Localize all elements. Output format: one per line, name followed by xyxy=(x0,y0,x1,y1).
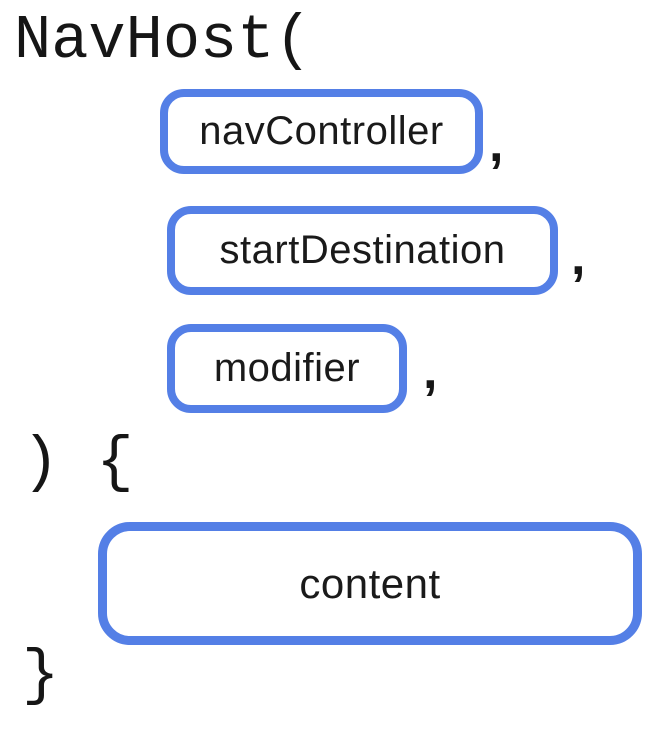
comma-separator: , xyxy=(571,228,586,286)
comma-separator: , xyxy=(489,115,504,173)
code-body-close: } xyxy=(22,640,60,711)
code-body-open: ) { xyxy=(22,427,134,498)
param-label-navcontroller: navController xyxy=(199,109,444,153)
comma-separator: , xyxy=(423,342,438,400)
content-slot-box: content xyxy=(98,522,642,645)
param-chip-modifier: modifier xyxy=(167,324,407,413)
param-chip-startdestination: startDestination xyxy=(167,206,558,295)
param-label-modifier: modifier xyxy=(213,346,361,390)
code-function-open: NavHost( xyxy=(14,5,312,76)
content-slot-label: content xyxy=(299,559,441,607)
param-label-startdestination: startDestination xyxy=(219,228,506,272)
param-chip-navcontroller: navController xyxy=(160,89,483,174)
